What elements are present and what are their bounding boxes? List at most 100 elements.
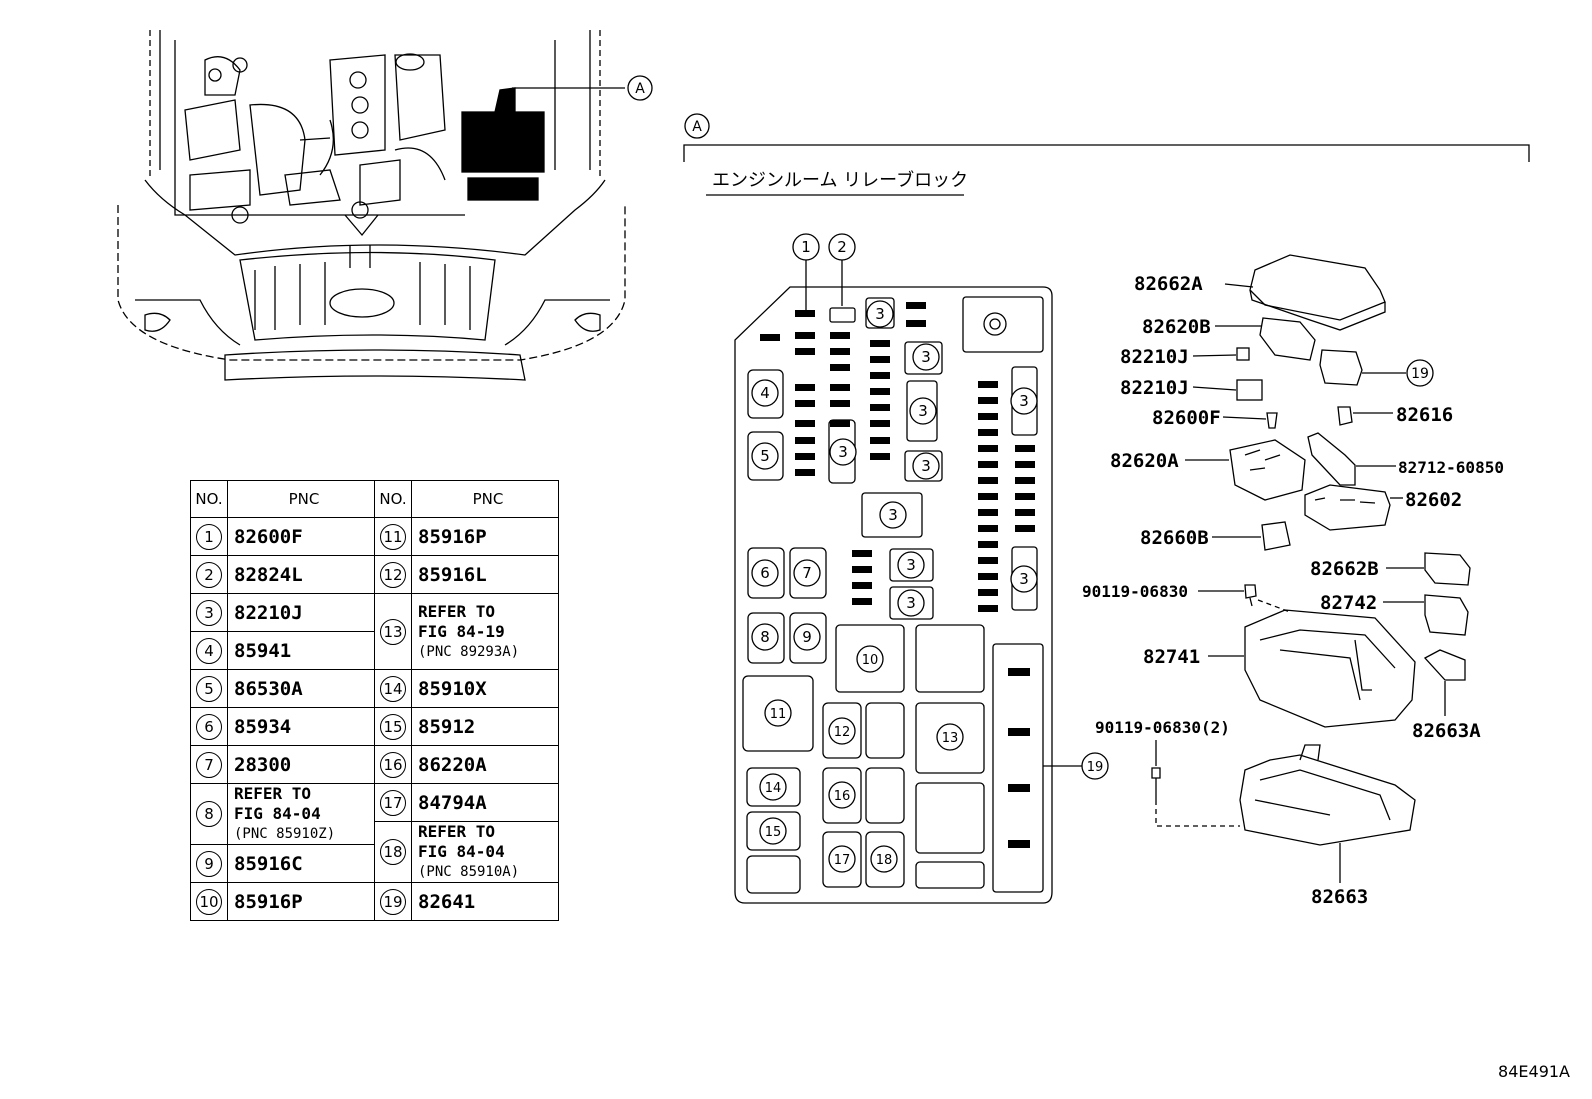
fuse-slot	[795, 384, 815, 391]
pnc-no-left: 5	[190, 669, 228, 708]
part-82620A: 82620A	[1110, 450, 1179, 472]
part-82600F: 82600F	[1152, 407, 1221, 429]
pnc-value: 82210J	[227, 593, 375, 632]
fuse-slot	[906, 320, 926, 327]
section-callout-a: A	[692, 119, 702, 135]
callout-circle	[751, 442, 779, 470]
callout-number: 12	[380, 561, 406, 588]
callout-number: 5	[760, 447, 770, 465]
callout-number: 6	[760, 564, 770, 582]
section-title: エンジンルーム リレーブロック	[712, 169, 968, 191]
fuse-slot	[978, 477, 998, 484]
fuse-slot	[1008, 840, 1030, 848]
part-82602: 82602	[1405, 489, 1462, 511]
pnc-no-right: 14	[374, 669, 412, 708]
callout-circle	[792, 233, 820, 261]
callout-circle	[1010, 565, 1038, 593]
pnc-value: 85916C	[227, 844, 375, 883]
callout-circle	[879, 501, 907, 529]
callout-number: 3	[921, 348, 931, 366]
part-82742: 82742	[1320, 592, 1377, 614]
callout-number: 2	[196, 561, 222, 588]
part-82662A: 82662A	[1134, 273, 1203, 295]
part-82663A: 82663A	[1412, 720, 1481, 742]
pnc-no-left: 3	[190, 593, 228, 632]
callout-circle	[828, 717, 856, 745]
fuse-slot	[1015, 445, 1035, 452]
fuse-slot	[830, 384, 850, 391]
callout-circle	[829, 438, 857, 466]
callout-number: 11	[380, 523, 406, 550]
fuse-slot	[978, 573, 998, 580]
callout-19-relay: 19	[1406, 359, 1434, 387]
part-82616: 82616	[1396, 404, 1453, 426]
pnc-value: 85934	[227, 707, 375, 746]
pnc-value: 85916P	[227, 882, 375, 921]
callout-number: 16	[834, 789, 851, 804]
callout-number: 15	[765, 825, 782, 840]
callout-number: 10	[862, 653, 879, 668]
callout-number: 10	[196, 888, 222, 915]
callout-number: 11	[770, 707, 787, 722]
callout-circle	[751, 623, 779, 651]
fuse-slot	[978, 493, 998, 500]
callout-circle	[751, 379, 779, 407]
fuse-slot	[978, 413, 998, 420]
fuse-slots	[760, 302, 1035, 848]
fuse-slot	[795, 453, 815, 460]
fuse-slot	[906, 302, 926, 309]
pnc-reference-line: FIG 84-19	[418, 621, 505, 641]
fuse-slot	[870, 420, 890, 427]
callout-circle	[793, 559, 821, 587]
callout-number: 4	[760, 384, 770, 402]
fuse-slot	[1008, 728, 1030, 736]
callout-circle	[866, 300, 894, 328]
callout-circle	[912, 452, 940, 480]
fuse-slot	[1015, 461, 1035, 468]
callout-number: 17	[380, 789, 406, 816]
callout-number: 3	[906, 556, 916, 574]
pnc-value: 86530A	[227, 669, 375, 708]
fuse-slot	[978, 589, 998, 596]
callout-number: 14	[765, 781, 782, 796]
fuse-slot	[852, 598, 872, 605]
callout-number: 9	[802, 628, 812, 646]
pnc-value: 82641	[411, 882, 559, 921]
fuse-slot	[795, 332, 815, 339]
svg-text:19: 19	[1411, 366, 1429, 382]
pnc-no-right: 18	[374, 821, 412, 883]
pnc-no-right: 16	[374, 745, 412, 784]
pnc-reference-line: (PNC 85910A)	[418, 864, 520, 880]
callout-number: 18	[876, 853, 893, 868]
pnc-value: 82600F	[227, 517, 375, 556]
fuse-slot	[1015, 525, 1035, 532]
callout-circle	[828, 845, 856, 873]
callout-number: 5	[196, 675, 222, 702]
callout-circle	[828, 781, 856, 809]
callout-circle	[856, 645, 884, 673]
part-90119-06830: 90119-06830	[1082, 582, 1188, 601]
callout-number: 12	[834, 725, 851, 740]
fuse-slot	[1008, 668, 1030, 676]
part-82662B: 82662B	[1310, 558, 1379, 580]
callout-number: 17	[834, 853, 851, 868]
pnc-reference-line: FIG 84-04	[234, 804, 321, 823]
callout-number: 3	[1019, 392, 1029, 410]
callout-circle	[897, 589, 925, 617]
part-82660B: 82660B	[1140, 527, 1209, 549]
part-82620B: 82620B	[1142, 316, 1211, 338]
pnc-value: 85912	[411, 707, 559, 746]
vehicle-engine-bay-illustration: A	[117, 30, 653, 381]
callout-number: 3	[196, 599, 222, 626]
callout-circle	[912, 343, 940, 371]
callout-number: 15	[380, 713, 406, 740]
callout-circle	[1081, 752, 1109, 780]
fuse-slot	[795, 400, 815, 407]
